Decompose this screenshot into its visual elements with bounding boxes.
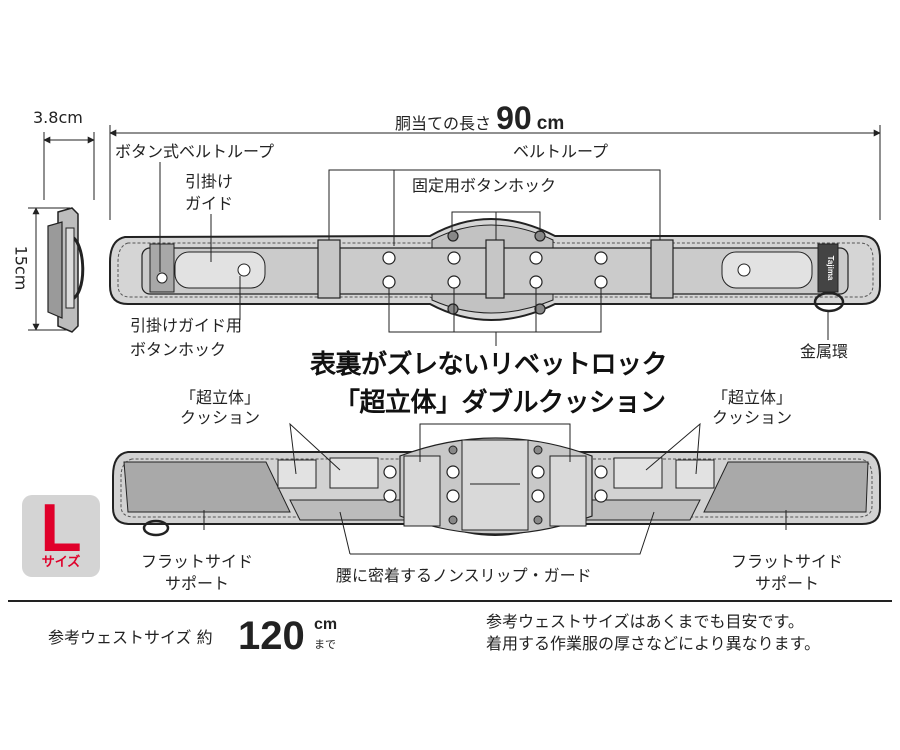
length-prefix: 胴当ての長さ bbox=[395, 114, 492, 133]
size-badge: L サイズ bbox=[22, 490, 100, 577]
double-cushion-headline: 「超立体」ダブルクッション bbox=[334, 388, 666, 418]
flat-side-left-label-line1: フラットサイド bbox=[140, 552, 253, 571]
cushion-left-label-line2: クッション bbox=[179, 408, 260, 427]
hook-guide-label-line1: 引掛け bbox=[184, 172, 233, 191]
flat-side-right-label-line2: サポート bbox=[754, 574, 819, 593]
button-belt-loop-label: ボタン式ベルトループ bbox=[115, 142, 275, 161]
waist-unit: cm bbox=[314, 616, 338, 633]
length-value: 90 bbox=[496, 100, 532, 136]
width-dimension-label: 3.8cm bbox=[33, 108, 83, 127]
hook-guide-hook-label-line1: 引掛けガイド用 bbox=[130, 316, 243, 335]
flat-side-right-label-line1: フラットサイド bbox=[730, 552, 843, 571]
flat-side-left-label-line2: サポート bbox=[164, 574, 229, 593]
belt-back-view bbox=[112, 437, 881, 537]
waist-label: 参考ウェストサイズ 約 bbox=[48, 628, 213, 647]
cushion-right-label-line2: クッション bbox=[711, 408, 792, 427]
non-slip-guard-label: 腰に密着するノンスリップ・ガード bbox=[336, 566, 592, 585]
bottom-leader-lines bbox=[203, 422, 787, 555]
waist-note-line2: 着用する作業服の厚さなどにより異なります。 bbox=[486, 634, 821, 653]
cushion-left-label-line1: 「超立体」 bbox=[179, 388, 260, 407]
cushion-right-label-line1: 「超立体」 bbox=[711, 388, 792, 407]
metal-ring-label: 金属環 bbox=[800, 342, 849, 361]
belt-front-view: Tajima bbox=[109, 218, 881, 321]
rivet-lock-headline: 表裏がズレないリベットロック bbox=[310, 350, 668, 380]
belt-loop-label: ベルトループ bbox=[513, 142, 609, 161]
waist-note-line1: 参考ウェストサイズはあくまでも目安です。 bbox=[486, 612, 804, 631]
waist-value: 120 bbox=[238, 614, 305, 658]
hook-guide-label-line2: ガイド bbox=[184, 194, 233, 213]
brand-tag: Tajima bbox=[826, 256, 835, 281]
hook-guide-hook-label-line2: ボタンホック bbox=[130, 340, 227, 359]
divider bbox=[8, 600, 892, 602]
top-leader-lines bbox=[159, 162, 829, 346]
belt-illustration: Tajima bbox=[28, 125, 881, 555]
size-text: サイズ bbox=[41, 555, 81, 570]
waist-unit-sub: まで bbox=[314, 638, 336, 651]
length-unit: cm bbox=[536, 113, 565, 134]
belt-side-profile bbox=[47, 207, 85, 333]
length-dimension: 胴当ての長さ 90 cm bbox=[395, 100, 564, 137]
size-letter: L bbox=[40, 490, 82, 566]
dimension-lines bbox=[28, 125, 881, 331]
height-dimension-label: 15cm bbox=[11, 245, 31, 291]
fixing-button-hook-label: 固定用ボタンホック bbox=[412, 176, 557, 195]
